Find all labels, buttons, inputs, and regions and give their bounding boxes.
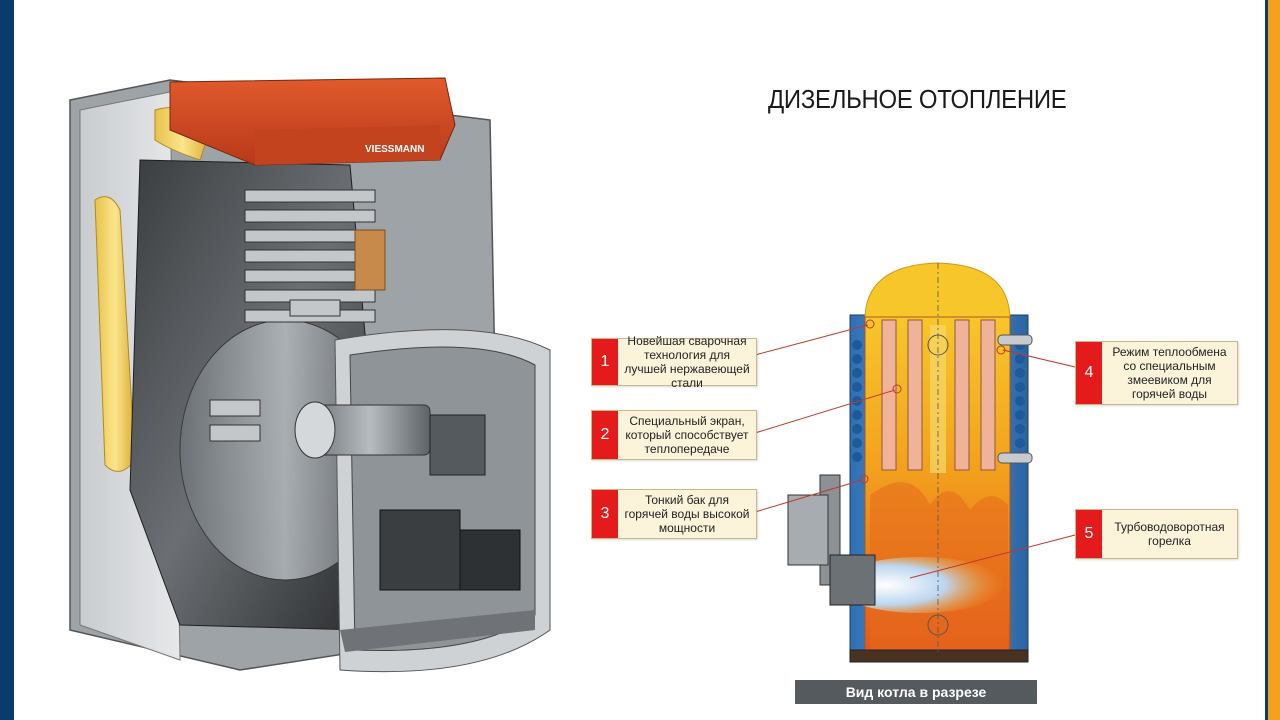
callout-4: 4 Режим теплообмена со специальным змеев… [1075,341,1238,405]
callout-3: 3 Тонкий бак для горячей воды высокой мо… [591,489,757,539]
callout-5-text: Турбоводоворотная горелка [1114,520,1225,548]
callout-5: 5 Турбоводоворотная горелка [1075,509,1238,559]
callout-3-text: Тонкий бак для горячей воды высокой мощн… [624,493,750,535]
boiler-illustration: VIESSMANN [69,77,551,673]
left-frame-bar [0,0,14,720]
right-frame-line [1265,0,1268,720]
diagram-caption: Вид котла в разрезе [795,680,1037,704]
callout-4-number: 4 [1076,342,1102,404]
callout-5-number: 5 [1076,510,1102,558]
cutaway-diagram [787,262,1033,663]
page-title: ДИЗЕЛЬНОЕ ОТОПЛЕНИЕ [768,84,1067,114]
callout-1-number: 1 [592,339,618,385]
right-frame-bar [1268,0,1280,720]
callout-3-number: 3 [592,490,618,538]
callout-4-text: Режим теплообмена со специальным змеевик… [1112,345,1227,401]
callout-2-number: 2 [592,411,618,459]
callout-2: 2 Специальный экран, который способствуе… [591,410,757,460]
callout-1-text: Новейшая сварочная технология для лучшей… [624,334,750,390]
callout-2-text: Специальный экран, который способствует … [625,414,749,456]
brand-logo: VIESSMANN [365,144,424,155]
callout-1: 1 Новейшая сварочная технология для лучш… [591,334,757,390]
